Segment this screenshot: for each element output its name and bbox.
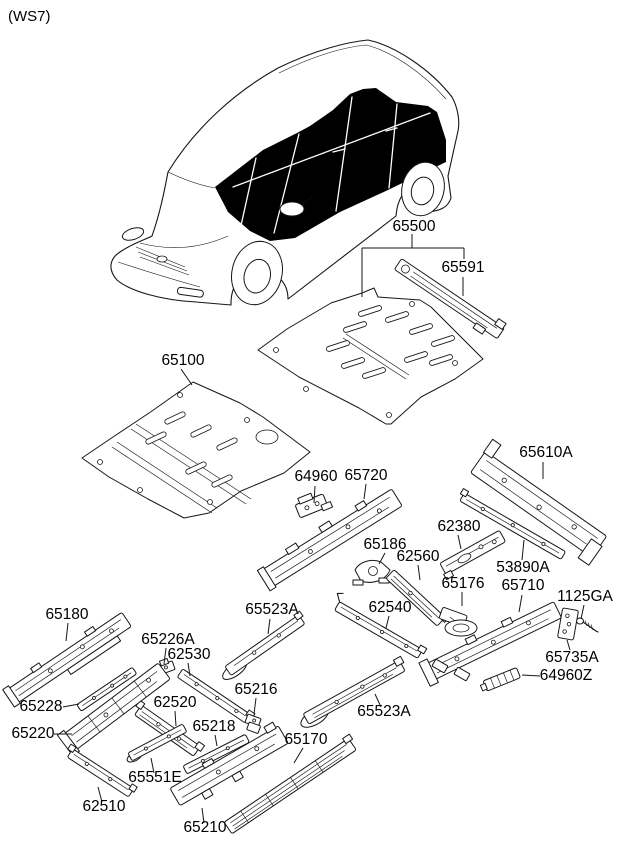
part-drawing-65216 — [244, 713, 262, 734]
part-drawing-65500 — [257, 287, 484, 425]
part-drawing-62540 — [334, 592, 428, 659]
part-label-65500: 65500 — [392, 218, 435, 235]
part-drawing-64960 — [295, 492, 334, 518]
leader-65170 — [293, 747, 304, 764]
part-label-53890A: 53890A — [496, 559, 550, 576]
part-label-65216: 65216 — [234, 681, 277, 698]
part-label-65180: 65180 — [45, 606, 88, 623]
part-drawing-53890A — [459, 488, 566, 560]
part-drawing-65186 — [352, 559, 391, 586]
part-label-62380: 62380 — [437, 518, 480, 535]
leader-65523A-top — [267, 618, 271, 635]
part-drawing-65551E — [126, 724, 187, 763]
part-drawing-65523A-bottom — [300, 655, 405, 728]
part-label-65228: 65228 — [19, 698, 62, 715]
front-wheel — [231, 240, 283, 306]
part-label-65176: 65176 — [441, 575, 484, 592]
part-drawing-65735A — [557, 607, 579, 641]
leader-1125GA — [580, 604, 585, 620]
leader-65216 — [253, 697, 257, 715]
part-drawing-65218 — [183, 734, 250, 774]
part-drawing-65610A — [470, 438, 607, 566]
part-label-62560: 62560 — [396, 548, 439, 565]
part-label-62520: 62520 — [153, 694, 196, 711]
floor-highlight-silhouette — [215, 88, 446, 241]
part-label-65720: 65720 — [344, 467, 387, 484]
part-drawing-1125GA — [576, 617, 599, 633]
front-fascia-details — [117, 227, 229, 298]
part-drawing-65523A-top — [222, 610, 305, 680]
leader-62520 — [174, 710, 177, 727]
leader-65180 — [65, 622, 69, 642]
leader-65500 — [361, 234, 465, 297]
leader-65720 — [363, 483, 367, 500]
part-drawing-65591 — [394, 258, 507, 339]
part-drawing-65180 — [2, 612, 132, 708]
sheet-code: (WS7) — [8, 8, 51, 25]
part-drawing-65720 — [256, 489, 402, 592]
leader-62560 — [417, 564, 421, 581]
rear-wheel — [401, 161, 445, 217]
part-drawing-65176 — [438, 607, 478, 637]
part-label-62540: 62540 — [368, 599, 411, 616]
leader-53890A — [521, 539, 525, 561]
part-label-65100: 65100 — [161, 352, 204, 369]
part-label-65523A-bottom: 65523A — [357, 703, 411, 720]
part-label-65710: 65710 — [501, 577, 544, 594]
part-label-1125GA: 1125GA — [557, 588, 613, 605]
leader-65228 — [62, 703, 80, 708]
part-label-65610A: 65610A — [519, 444, 573, 461]
leader-65523A-bottom — [374, 693, 382, 708]
part-drawing-65228 — [77, 667, 137, 712]
leader-65551E — [150, 757, 155, 774]
part-labels: 65500 65591 65100 64960 65720 65610A 623… — [11, 218, 613, 836]
part-drawing-65170 — [224, 733, 356, 834]
leader-65735A — [566, 639, 571, 651]
part-drawing-64960Z — [479, 667, 521, 692]
leader-lines — [54, 234, 585, 824]
side-mirror — [279, 195, 314, 217]
leader-62530 — [187, 662, 191, 677]
leader-65210 — [201, 807, 205, 824]
part-label-65220: 65220 — [11, 725, 54, 742]
part-label-62510: 62510 — [82, 798, 125, 815]
leader-62380 — [457, 534, 462, 550]
part-label-62530: 62530 — [167, 646, 210, 663]
part-label-64960: 64960 — [294, 468, 337, 485]
leader-65226A — [163, 647, 167, 665]
vehicle-illustration — [110, 39, 460, 306]
leader-65218 — [214, 734, 218, 747]
part-label-65210: 65210 — [183, 819, 226, 836]
part-label-65170: 65170 — [284, 731, 327, 748]
part-drawing-62380 — [440, 530, 506, 581]
part-label-65591: 65591 — [441, 259, 484, 276]
part-label-65551E: 65551E — [128, 769, 181, 786]
part-label-65523A-top: 65523A — [245, 601, 299, 618]
part-drawing-62520 — [134, 699, 206, 756]
leader-62510 — [97, 786, 103, 803]
part-label-65218: 65218 — [192, 718, 235, 735]
part-drawing-65210 — [170, 721, 289, 806]
leader-65710 — [518, 594, 523, 613]
leader-65186 — [378, 552, 386, 565]
part-label-65735A: 65735A — [545, 649, 599, 666]
leader-65100 — [180, 368, 193, 386]
part-drawing-65100 — [81, 381, 311, 519]
leader-64960Z — [521, 674, 541, 677]
part-drawing-65710 — [418, 601, 562, 687]
part-label-65226A: 65226A — [141, 631, 195, 648]
leader-62540 — [385, 615, 390, 629]
leader-64960 — [313, 485, 316, 504]
part-label-65186: 65186 — [363, 536, 406, 553]
part-label-64960Z: 64960Z — [540, 667, 593, 684]
part-drawing-62510 — [67, 743, 138, 797]
